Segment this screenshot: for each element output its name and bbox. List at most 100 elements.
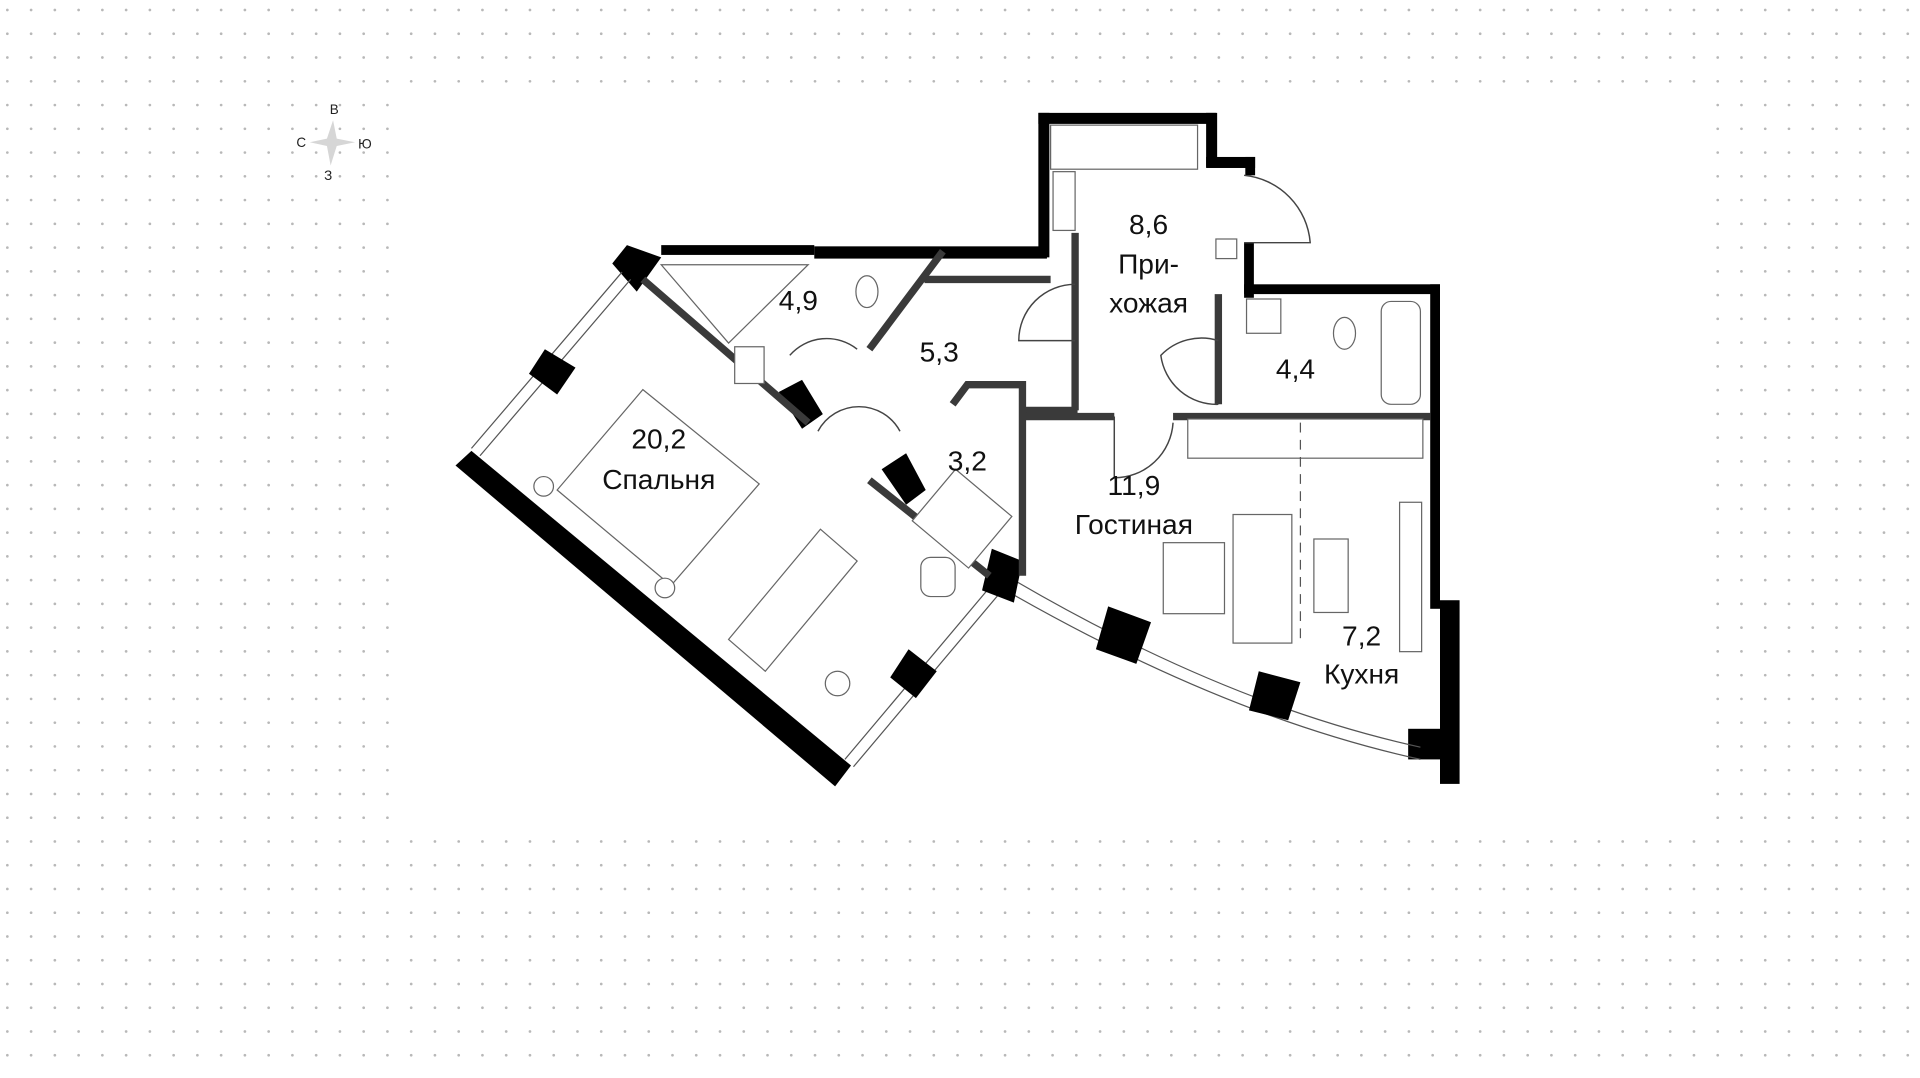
grid-dot — [29, 745, 33, 748]
grid-dot — [1763, 697, 1767, 701]
grid-dot — [1811, 721, 1815, 725]
grid-dot — [1003, 863, 1007, 867]
grid-dot — [338, 531, 342, 534]
grid-dot — [1740, 982, 1743, 986]
grid-dot — [124, 317, 128, 321]
grid-dot — [124, 483, 128, 487]
grid-dot — [1787, 840, 1791, 843]
grid-dot — [1906, 1030, 1910, 1033]
grid-dot — [219, 555, 223, 558]
grid-dot — [1645, 958, 1648, 962]
grid-dot — [671, 863, 674, 867]
grid-dot — [219, 626, 223, 629]
grid-dot — [1740, 412, 1743, 416]
grid-dot — [196, 198, 199, 202]
grid-dot — [1550, 887, 1553, 891]
grid-dot — [1455, 1053, 1458, 1057]
grid-dot — [1098, 982, 1102, 986]
grid-dot — [124, 1006, 128, 1010]
grid-dot — [172, 792, 175, 796]
grid-dot — [671, 887, 674, 891]
grid-dot — [1740, 1006, 1743, 1010]
grid-dot — [1858, 269, 1862, 273]
grid-dot — [1763, 1053, 1767, 1057]
grid-dot — [243, 887, 247, 891]
grid-dot — [196, 388, 199, 392]
grid-dot — [124, 650, 128, 653]
grid-dot — [196, 768, 199, 772]
grid-dot — [291, 602, 294, 606]
grid-dot — [243, 531, 247, 534]
grid-dot — [481, 1030, 484, 1033]
grid-dot — [671, 32, 674, 36]
grid-dot — [1098, 887, 1102, 891]
grid-dot — [694, 982, 698, 986]
grid-dot — [1716, 863, 1720, 867]
grid-dot — [338, 483, 342, 487]
grid-dot — [1455, 840, 1458, 843]
grid-dot — [219, 246, 223, 249]
grid-dot — [29, 365, 33, 368]
grid-dot — [1550, 1006, 1553, 1010]
grid-dot — [457, 32, 461, 36]
grid-dot — [53, 792, 57, 796]
grid-dot — [101, 626, 104, 629]
grid-dot — [196, 602, 199, 606]
grid-dot — [338, 555, 342, 558]
grid-dot — [1478, 56, 1482, 59]
grid-dot — [1336, 8, 1339, 12]
grid-dot — [718, 982, 722, 986]
grid-dot — [1550, 1053, 1553, 1057]
grid-dot — [1858, 174, 1862, 178]
grid-dot — [1692, 1030, 1696, 1033]
grid-dot — [1811, 816, 1815, 820]
grid-dot — [1217, 32, 1221, 36]
grid-dot — [1858, 911, 1862, 915]
grid-dot — [481, 1053, 484, 1057]
grid-dot — [1074, 887, 1078, 891]
grid-dot — [766, 1006, 769, 1010]
grid-dot — [1787, 531, 1791, 534]
grid-dot — [124, 673, 128, 677]
grid-dot — [1383, 935, 1387, 938]
grid-dot — [718, 56, 722, 59]
grid-dot — [1502, 840, 1506, 843]
grid-dot — [1740, 269, 1743, 273]
grid-dot — [196, 1030, 199, 1033]
grid-dot — [1858, 32, 1862, 36]
grid-dot — [338, 840, 342, 843]
grid-dot — [1621, 79, 1625, 83]
grid-dot — [6, 388, 9, 392]
grid-dot — [813, 1053, 817, 1057]
grid-dot — [338, 365, 342, 368]
grid-dot — [6, 507, 9, 511]
grid-dot — [409, 1053, 413, 1057]
grid-dot — [1074, 8, 1078, 12]
grid-dot — [789, 935, 793, 938]
grid-dot — [386, 460, 389, 463]
grid-dot — [1882, 198, 1886, 202]
grid-dot — [338, 958, 342, 962]
grid-dot — [148, 745, 152, 748]
grid-dot — [1858, 79, 1862, 83]
grid-dot — [362, 198, 366, 202]
grid-dot — [1645, 79, 1648, 83]
grid-dot — [1882, 412, 1886, 416]
grid-dot — [219, 578, 223, 582]
grid-dot — [1835, 1030, 1838, 1033]
grid-dot — [1882, 697, 1886, 701]
grid-dot — [623, 840, 627, 843]
grid-dot — [409, 887, 413, 891]
grid-dot — [1906, 8, 1910, 12]
grid-dot — [837, 32, 841, 36]
grid-dot — [196, 958, 199, 962]
grid-dot — [314, 745, 318, 748]
grid-dot — [1407, 56, 1411, 59]
grid-dot — [338, 578, 342, 582]
grid-dot — [1716, 56, 1720, 59]
grid-dot — [219, 269, 223, 273]
grid-dot — [1882, 388, 1886, 392]
grid-dot — [1193, 32, 1197, 36]
grid-dot — [362, 151, 366, 154]
grid-dot — [196, 460, 199, 463]
